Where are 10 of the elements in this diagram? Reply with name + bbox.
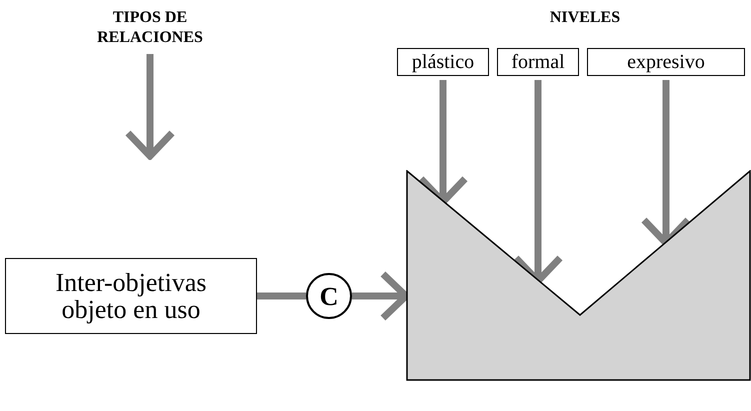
heading-text: TIPOS DE RELACIONES	[60, 8, 240, 50]
level-box: formal	[497, 48, 579, 76]
arrow	[124, 54, 176, 160]
level-box: plástico	[397, 48, 489, 76]
polygon-shape	[406, 170, 751, 381]
arrow	[418, 80, 468, 206]
heading-text: NIVELES	[548, 8, 622, 28]
relation-box: Inter-objetivas objeto en uso	[5, 258, 257, 334]
level-box: expresivo	[587, 48, 745, 76]
arrow	[512, 80, 564, 284]
